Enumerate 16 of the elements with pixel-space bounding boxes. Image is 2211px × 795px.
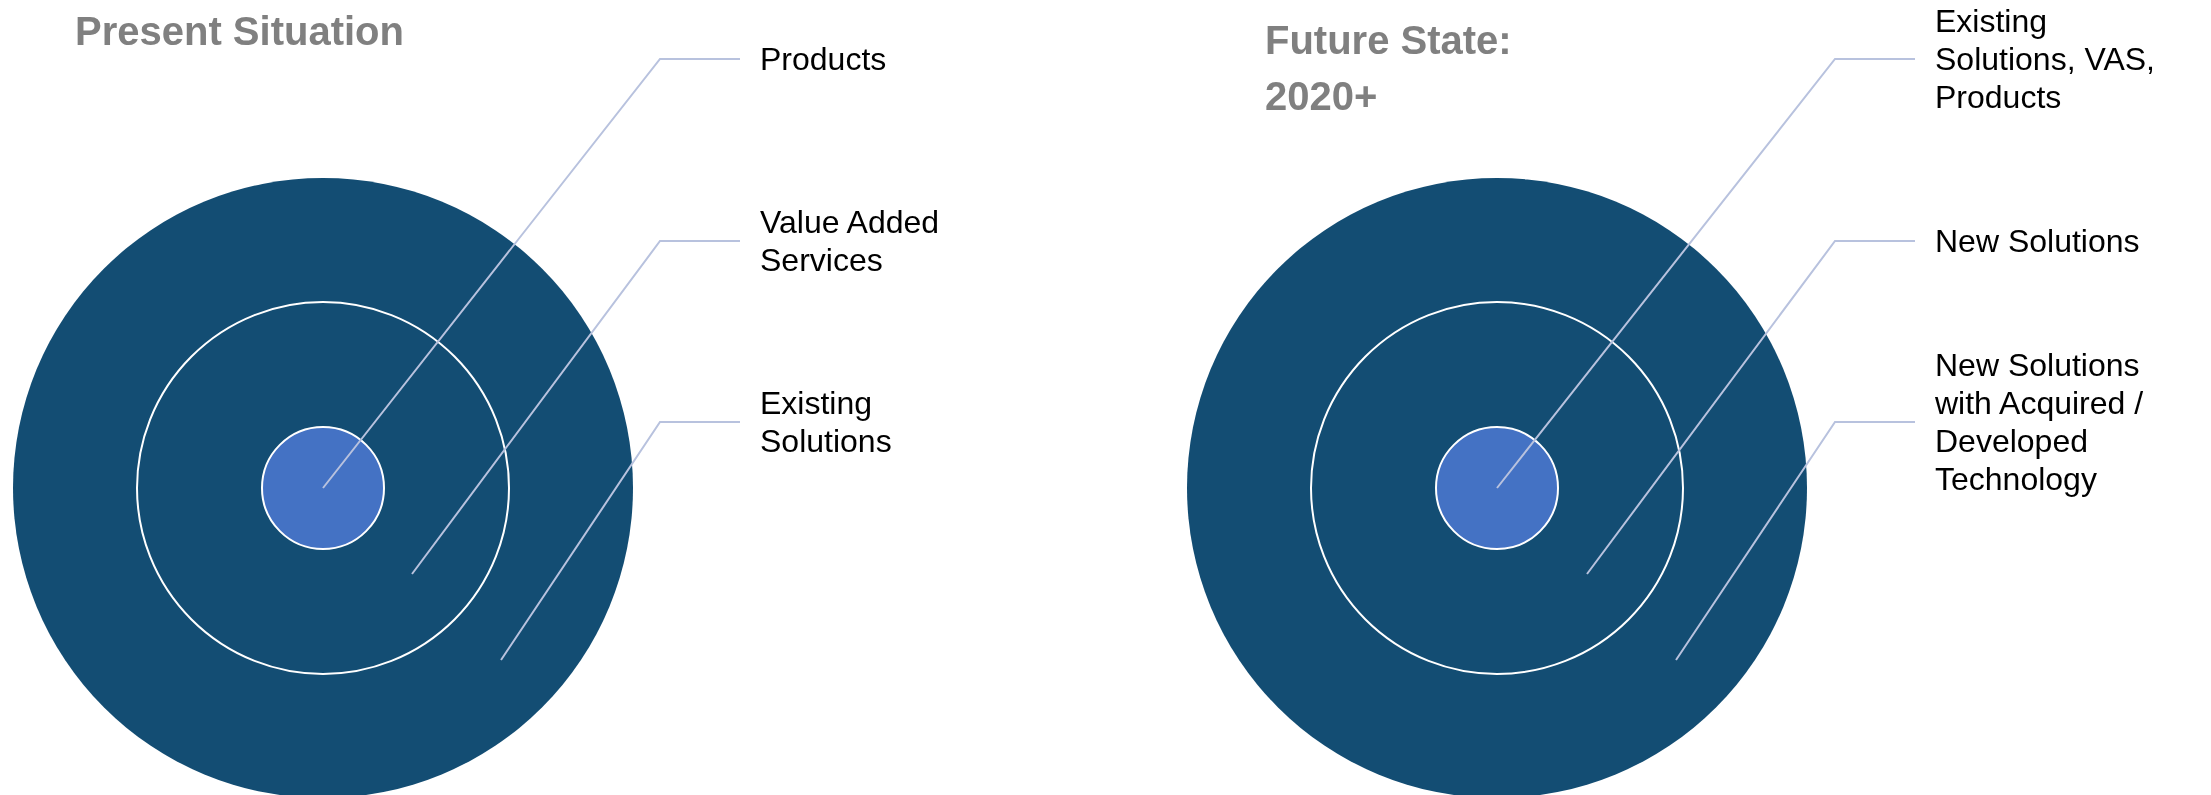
section-heading: Present Situation: [75, 8, 405, 55]
callout-label: Existing Solutions: [740, 384, 1005, 460]
leader-line: [500, 421, 741, 661]
leader-line: [1675, 421, 1916, 661]
callout-label: Value Added Services: [740, 203, 1005, 279]
leader-line: [1586, 240, 1916, 575]
section-heading: Future State: 2020+: [1265, 17, 1513, 120]
leader-line: [1496, 58, 1916, 489]
callout-label: New Solutions: [1915, 222, 2180, 260]
callout-label: New Solutions with Acquired / Developed Technology: [1915, 346, 2180, 498]
callout-label: Products: [740, 40, 1005, 78]
callout-label: Existing Solutions, VAS, Products: [1915, 2, 2180, 116]
leader-line: [411, 240, 741, 575]
leader-line: [322, 58, 741, 489]
middle-ring: [136, 301, 510, 675]
middle-ring: [1310, 301, 1684, 675]
